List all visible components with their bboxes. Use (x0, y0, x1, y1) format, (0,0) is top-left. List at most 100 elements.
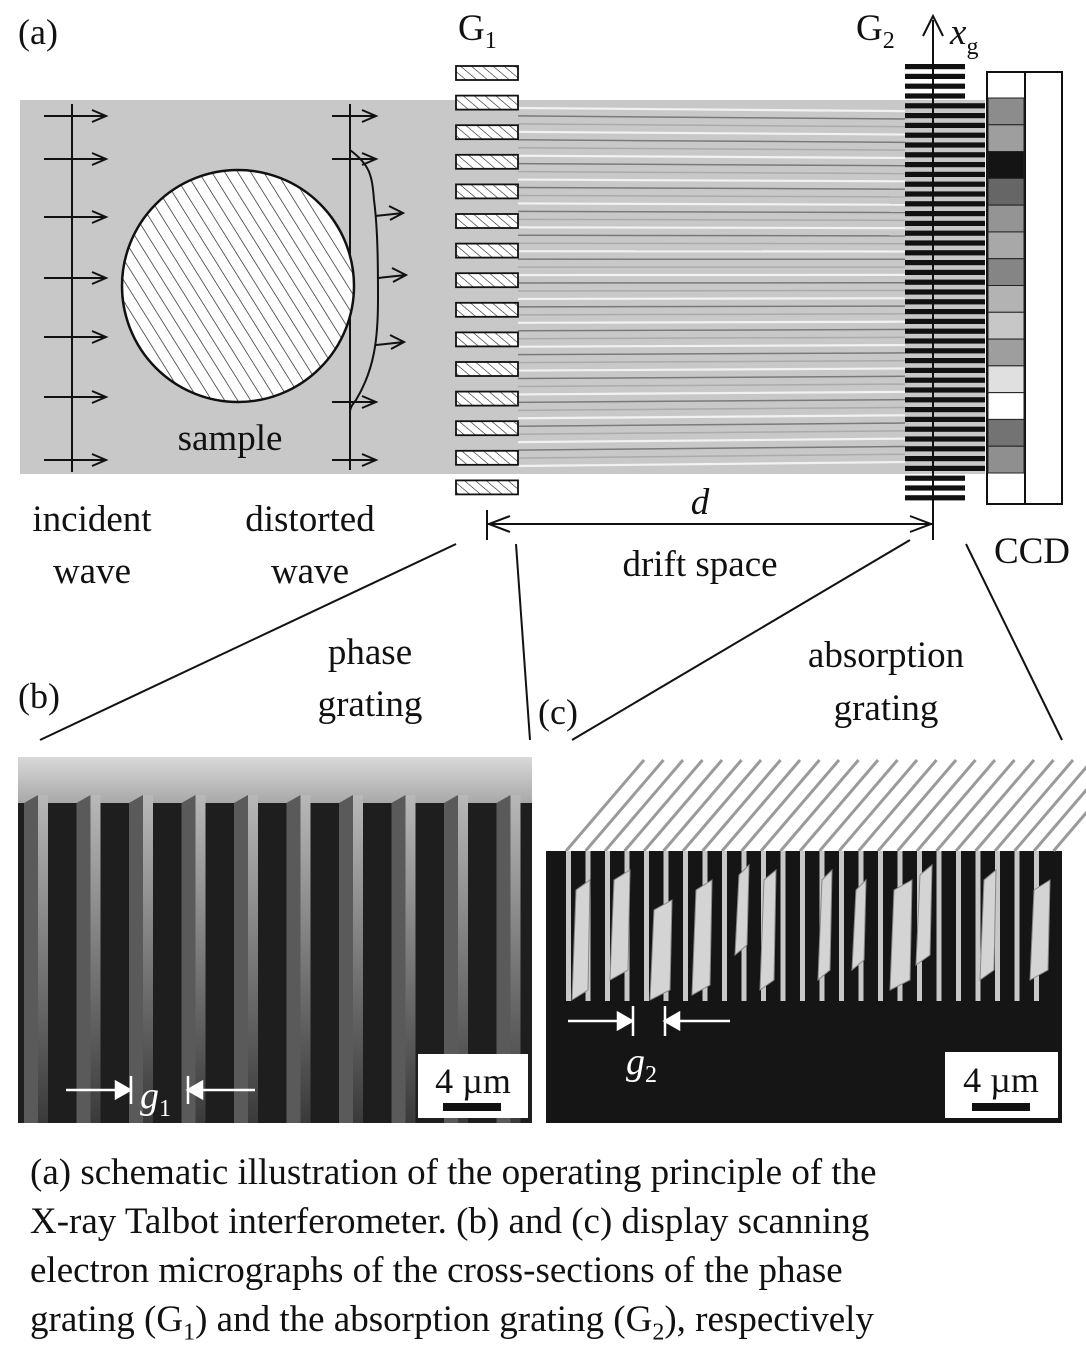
phase-grating-wall-side (234, 795, 248, 1123)
caption-line-1: (a) schematic illustration of the operat… (30, 1152, 877, 1193)
absorption-grating-deposit (979, 868, 997, 982)
fringe-line (517, 398, 906, 404)
absorption-grating-wall (722, 851, 727, 1001)
g2-label: G2 (856, 8, 895, 54)
g2-bar (905, 436, 985, 442)
distorted-arrow-head (361, 152, 379, 166)
absorption-grating-top-ridge (915, 759, 997, 852)
phase-grating-wall-side (391, 795, 406, 1123)
incident-arrow-head (91, 109, 109, 123)
fringe-line (517, 154, 906, 160)
g2-bar (905, 475, 965, 481)
g2-bar (905, 64, 965, 70)
fringe-line (517, 343, 906, 348)
fringe-line (517, 226, 906, 230)
g2-bar (905, 250, 985, 256)
absorption-grating-wall (644, 851, 649, 1001)
absorption-grating-wall (839, 851, 844, 1001)
distorted-arrow (374, 212, 404, 217)
fringe-line (517, 453, 906, 459)
phase-grating-title-line2: grating (318, 684, 423, 725)
g2-bar (905, 358, 985, 364)
ccd-pixel (987, 445, 1025, 474)
absorption-grating-top-ridge (623, 759, 704, 852)
absorption-grating-wall (995, 851, 1000, 1001)
distorted-arrows (332, 109, 409, 467)
incident-arrow-head (91, 390, 109, 404)
phase-grating-g1 (455, 65, 519, 496)
absorption-grating-wall (605, 851, 610, 1001)
fringe-line (517, 297, 906, 301)
g2-bar (905, 299, 985, 305)
g1-bar (455, 479, 519, 496)
g2-bar (905, 122, 985, 128)
absorption-grating-deposit (915, 863, 933, 967)
fringe-line (517, 328, 906, 332)
panel-b-tag: (b) (18, 676, 60, 716)
absorption-grating-deposit (734, 863, 750, 957)
fringe-line (517, 414, 906, 420)
g2-bar (905, 181, 985, 187)
distorted-arrow (375, 341, 405, 346)
g2-period-marker (568, 1006, 730, 1036)
g2-period-label: g2 (626, 1041, 657, 1088)
ccd-pixel (987, 177, 1025, 206)
phase-grating-wall-side (496, 795, 511, 1123)
ccd-pixel (987, 311, 1025, 340)
fringe-line (517, 162, 906, 167)
absorption-grating-top-ridge (954, 759, 1036, 852)
ccd-pixel (987, 151, 1025, 179)
scale-bar-b (443, 1103, 501, 1111)
incident-arrow-head (91, 152, 109, 166)
g1-bar (455, 124, 519, 141)
distorted-arrow-head (388, 205, 406, 221)
absorption-grating-top-ridge (857, 759, 938, 852)
g2-bar (905, 456, 985, 462)
sample-circle (120, 168, 356, 404)
g1-bar (455, 420, 519, 437)
g1-period-label: g1 (140, 1075, 171, 1122)
absorption-grating-top-ridge (896, 759, 977, 852)
g2-bar (905, 348, 985, 354)
absorption-grating-walls (566, 851, 1051, 1001)
d-arrow-left (486, 515, 511, 533)
distorted-arrow-head (389, 334, 407, 350)
caption-line-4: grating (G1) and the absorption grating … (30, 1299, 874, 1346)
fringe-line (517, 210, 906, 214)
fringe-line (517, 115, 906, 120)
fringe-line (517, 406, 906, 412)
absorption-grating-deposit (759, 868, 777, 991)
g2-bar (905, 240, 985, 246)
phase-grating-wall-side (181, 795, 196, 1123)
g2-bar (905, 191, 985, 197)
phase-grating-wall-side (24, 795, 38, 1123)
absorption-grating-wall (780, 851, 786, 1001)
panel-a-tag: (a) (18, 12, 58, 52)
absorption-grating-top-ridge (720, 759, 802, 852)
g1-bar (455, 331, 519, 348)
g2-bar (905, 407, 985, 413)
fringe-line (517, 320, 906, 324)
scale-label-c: 4 µm (963, 1060, 1039, 1100)
figure-caption: (a) schematic illustration of the operat… (30, 1148, 1070, 1357)
xg-axis-label: xg (949, 12, 978, 60)
incident-label-line2: wave (53, 551, 131, 592)
absorption-grating-top-ridge (935, 759, 1016, 852)
fringe-line (517, 375, 906, 380)
ccd-pixel (987, 231, 1025, 260)
ccd-label: CCD (994, 531, 1070, 572)
absorption-grating-top-ridge (642, 759, 724, 852)
fringe-line (517, 445, 906, 451)
absorption-grating-deposit (649, 899, 673, 1001)
fringe-line (517, 336, 906, 340)
absorption-grating-top-ridge (662, 759, 743, 852)
phase-grating-wall (300, 795, 311, 1123)
phase-grating-wall (90, 795, 101, 1123)
distorted-label-line1: distorted (245, 499, 375, 540)
absorption-grating-deposit (571, 879, 591, 1001)
ccd-pixels (987, 97, 1025, 474)
absorption-grating-top-ridge (993, 759, 1075, 852)
fringe-line (517, 305, 906, 308)
g2-bar (905, 83, 965, 89)
panel-a: sample (a) G1 G2 xg d drift spac (18, 8, 1070, 592)
